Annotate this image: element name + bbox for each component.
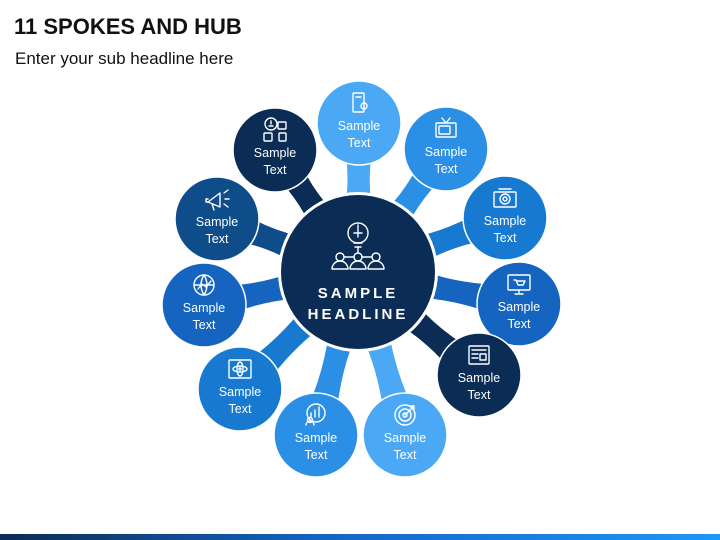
spoke-label-line1: Sample <box>484 214 526 228</box>
spoke-circle <box>316 80 402 166</box>
idea-network-icon <box>331 222 385 270</box>
hub-label-line2: HEADLINE <box>308 306 409 323</box>
spoke-label-line2: Text <box>508 317 531 331</box>
team-ideas-icon <box>263 117 287 142</box>
page-title: 11 SPOKES AND HUB <box>14 14 242 39</box>
spokes: SampleTextSampleTextSampleTextSampleText… <box>161 80 562 478</box>
spoke-label-line1: Sample <box>458 371 500 385</box>
spoke-label-line2: Text <box>468 388 491 402</box>
spoke-circle <box>436 332 522 418</box>
spoke-label-line1: Sample <box>498 300 540 314</box>
spoke-circle <box>362 392 448 478</box>
spoke-label-line1: Sample <box>196 215 238 229</box>
page-subtitle: Enter your sub headline here <box>15 49 234 68</box>
hub-circle <box>281 195 435 349</box>
growth-person-icon <box>305 403 326 426</box>
megaphone-icon <box>205 189 230 211</box>
tv-icon <box>435 117 457 138</box>
bottom-accent-bar <box>0 534 720 540</box>
spoke-circle <box>174 176 260 262</box>
spoke-label-line2: Text <box>348 136 371 150</box>
spoke-label-line1: Sample <box>338 119 380 133</box>
spoke-circle <box>403 106 489 192</box>
touch-phone-icon <box>352 92 368 113</box>
spoke-label-line2: Text <box>229 402 252 416</box>
hub-label-line1: SAMPLE <box>318 285 399 302</box>
spoke-circle <box>273 392 359 478</box>
monitor-cart-icon <box>507 274 531 295</box>
globe-chart-icon <box>193 274 215 296</box>
spoke-label-line2: Text <box>494 231 517 245</box>
spoke-label-line1: Sample <box>183 301 225 315</box>
target-icon <box>394 404 416 426</box>
spoke-label-line2: Text <box>394 448 417 462</box>
spoke-label-line2: Text <box>206 232 229 246</box>
spoke-circle <box>476 261 562 347</box>
spoke-label-line1: Sample <box>219 385 261 399</box>
spoke-label-line1: Sample <box>295 431 337 445</box>
spoke-label-line1: Sample <box>384 431 426 445</box>
spoke-label-line2: Text <box>193 318 216 332</box>
hub: SAMPLE HEADLINE <box>278 192 438 352</box>
spoke-circle <box>197 346 283 432</box>
spoke-label-line1: Sample <box>425 145 467 159</box>
spoke-label-line2: Text <box>435 162 458 176</box>
spoke-label-line2: Text <box>305 448 328 462</box>
spoke-circle <box>161 262 247 348</box>
spoke-label-line2: Text <box>264 163 287 177</box>
radio-icon <box>493 188 517 208</box>
atom-screen-icon <box>228 359 252 379</box>
spoke-label-line1: Sample <box>254 146 296 160</box>
newspaper-icon <box>468 345 490 365</box>
spoke-circle <box>232 107 318 193</box>
spoke-circle <box>462 175 548 261</box>
